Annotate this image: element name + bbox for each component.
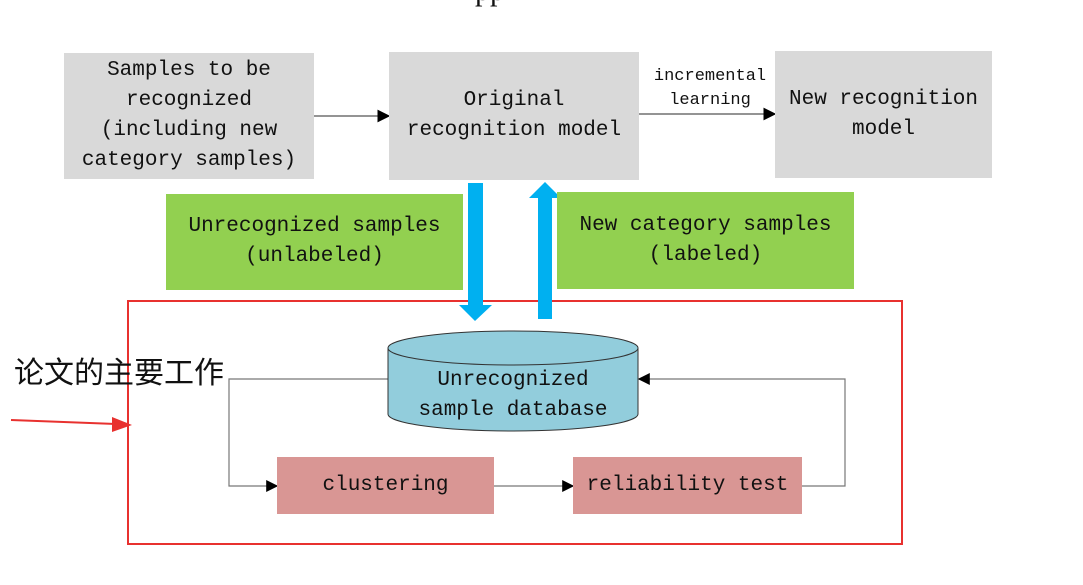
incremental-learning-label: incremental learning xyxy=(653,67,767,110)
unrecognized-sample-database-label: Unrecognized sample database xyxy=(418,369,608,422)
unrecognized-samples-unlabeled-node: Unrecognized samples (unlabeled) xyxy=(166,194,463,290)
partial-top-text: pp xyxy=(430,0,550,8)
main-work-annotation: 论文的主要工作 xyxy=(14,356,224,391)
reliability-test-node: reliability test xyxy=(573,457,802,514)
blue-up-arrow xyxy=(529,182,561,319)
samples-to-be-recognized-node: Samples to be recognized (including new … xyxy=(64,53,314,179)
arrow-database-to-clustering xyxy=(228,378,388,492)
original-recognition-model-node: Original recognition model xyxy=(389,52,639,180)
clustering-node: clustering xyxy=(277,457,494,514)
red-pointer-line xyxy=(10,419,117,425)
blue-down-arrow xyxy=(459,183,492,321)
new-category-samples-labeled-node: New category samples (labeled) xyxy=(557,192,854,289)
arrow-reliability-test-to-database xyxy=(637,373,846,487)
new-recognition-model-node: New recognition model xyxy=(775,51,992,178)
main-work-frame xyxy=(127,300,903,545)
red-pointer-arrow xyxy=(112,417,132,432)
